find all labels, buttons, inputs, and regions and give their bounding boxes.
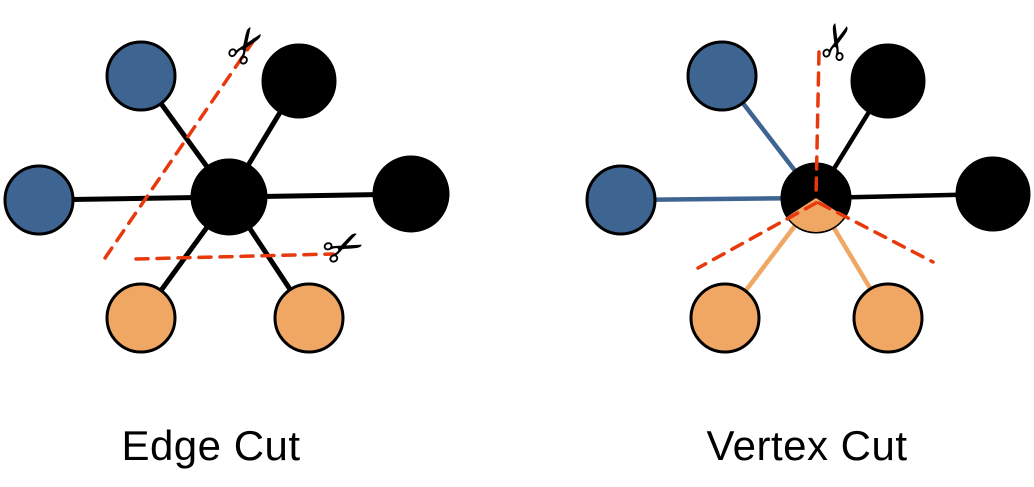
scissors-icon: ✂ xyxy=(314,214,374,282)
graph-node xyxy=(955,156,1031,232)
graph-node xyxy=(689,282,761,354)
cut-line xyxy=(817,201,935,264)
graph-node xyxy=(852,282,924,354)
edge-cut-label: Edge Cut xyxy=(121,422,300,469)
cut-line xyxy=(101,38,256,263)
vertex-wedge xyxy=(787,198,845,232)
cut-line xyxy=(134,252,335,261)
graph-node xyxy=(261,43,337,119)
center-vertex xyxy=(190,158,268,236)
graph-node xyxy=(273,282,345,354)
graph-node xyxy=(850,43,926,119)
scissors-icon: ✂ xyxy=(806,15,871,68)
vertex-cut-label: Vertex Cut xyxy=(706,422,907,469)
edge-cut-diagram: ✂✂ xyxy=(3,14,450,354)
graph-node xyxy=(105,282,177,354)
graph-node xyxy=(686,40,758,112)
cut-line xyxy=(696,201,818,270)
graph-node xyxy=(372,155,450,233)
graph-node xyxy=(105,40,177,112)
vertex-cut-diagram: ✂ xyxy=(585,15,1031,354)
graph-node xyxy=(3,164,75,236)
graph-node xyxy=(585,164,657,236)
cut-line xyxy=(814,50,821,199)
